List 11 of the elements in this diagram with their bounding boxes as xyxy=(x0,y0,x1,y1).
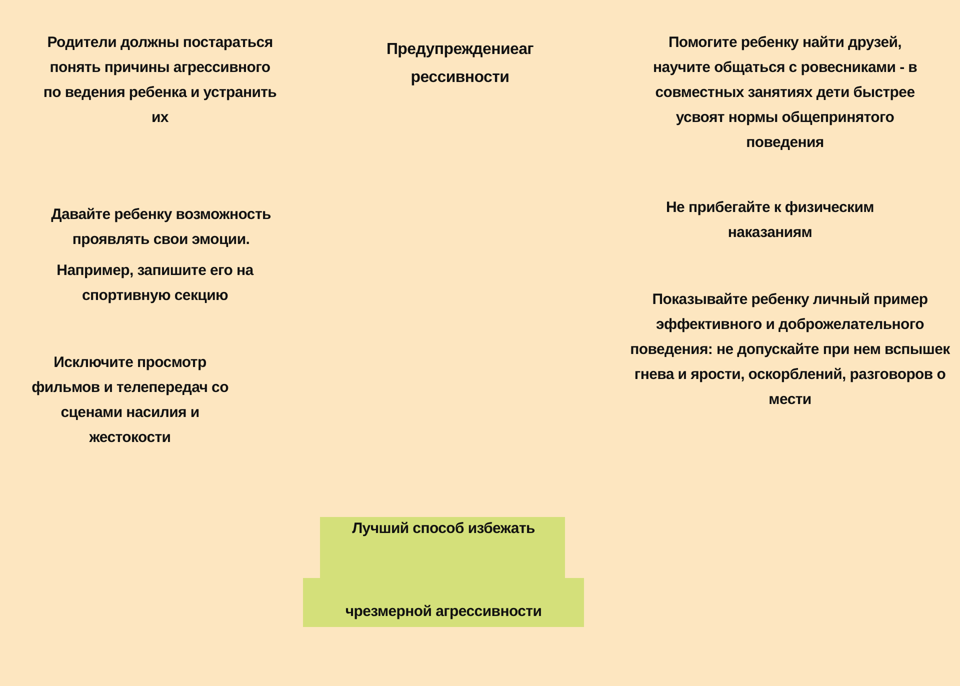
advice-text: Исключите просмотр фильмов и телепередач со сценами насилия и жестокости xyxy=(30,353,230,448)
title: Предупреждениеаг рессивности xyxy=(385,40,535,88)
advice-text: Давайте ребенку возможность проявлять свои эмоции. xyxy=(50,205,272,250)
advice-text: Помогите ребенку найти друзей, научите общаться с ровесниками - в совместных занятиях дети быстрее усвоят нормы общепринятого поведения xyxy=(652,33,918,153)
banner-text: чрезмерной агрессивности xyxy=(344,603,543,620)
advice-text: Например, запишите его на спортивную секцию xyxy=(56,261,255,306)
advice-text: Не прибегайте к физическим наказаниям xyxy=(665,198,875,243)
advice-text: Показывайте ребенку личный пример эффективного и доброжелательного поведения: не допускайте при нем вспышек гнева и ярости, оскорблений, разговоров о мести xyxy=(630,290,950,410)
advice-text: Родители должны постараться понять причины агрессивного по ведения ребенка и устранить их xyxy=(42,33,278,128)
stepped-banner xyxy=(303,517,584,627)
banner-text: Лучший способ избежать xyxy=(351,520,536,537)
